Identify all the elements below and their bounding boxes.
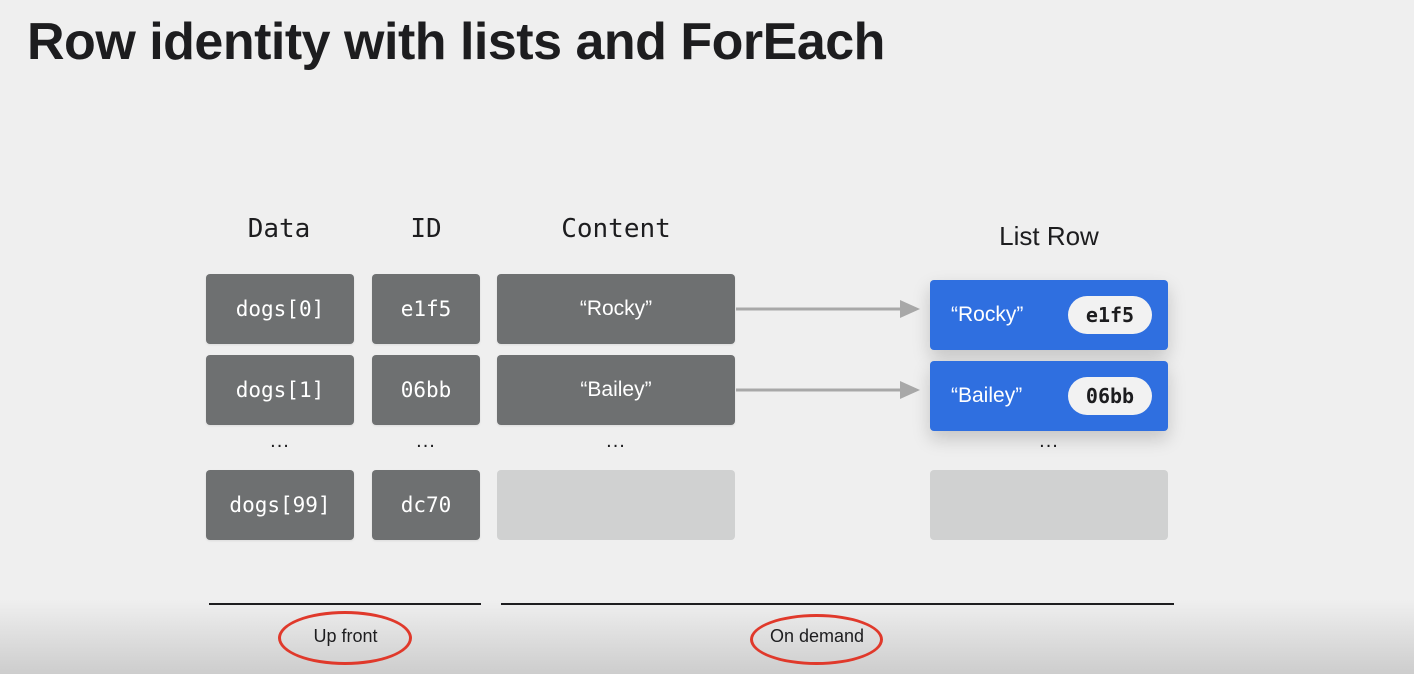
- id-cell: dc70: [372, 470, 480, 540]
- list-row-id-badge: e1f5: [1068, 296, 1152, 334]
- divider-up-front: [209, 603, 481, 605]
- list-row-id-badge: 06bb: [1068, 377, 1152, 415]
- content-cell: “Rocky”: [497, 274, 735, 344]
- highlight-circle-up-front: [278, 611, 412, 665]
- id-cell: e1f5: [372, 274, 480, 344]
- bottom-shade: [0, 600, 1414, 674]
- data-cell: dogs[1]: [206, 355, 354, 425]
- column-header-data: Data: [247, 214, 311, 244]
- data-cell: dogs[0]: [206, 274, 354, 344]
- ellipsis-content: ...: [606, 430, 626, 452]
- id-cell: 06bb: [372, 355, 480, 425]
- column-header-content: Content: [561, 214, 671, 244]
- list-row-placeholder: [930, 470, 1168, 540]
- data-cell: dogs[99]: [206, 470, 354, 540]
- content-cell: “Bailey”: [497, 355, 735, 425]
- list-row[interactable]: “Bailey” 06bb: [930, 361, 1168, 431]
- ellipsis-list-row: ...: [1039, 430, 1059, 452]
- highlight-circle-on-demand: [750, 614, 883, 665]
- column-header-id: ID: [410, 214, 442, 244]
- list-row[interactable]: “Rocky” e1f5: [930, 280, 1168, 350]
- arrow-right-icon: [736, 300, 920, 318]
- content-placeholder: [497, 470, 735, 540]
- divider-on-demand: [501, 603, 1174, 605]
- ellipsis-data: ...: [270, 430, 290, 452]
- list-row-label: “Bailey”: [951, 384, 1023, 407]
- arrow-right-icon: [736, 381, 920, 399]
- slide-title: Row identity with lists and ForEach: [27, 13, 885, 71]
- column-header-list-row: List Row: [999, 221, 1099, 251]
- ellipsis-id: ...: [416, 430, 436, 452]
- list-row-label: “Rocky”: [951, 303, 1024, 326]
